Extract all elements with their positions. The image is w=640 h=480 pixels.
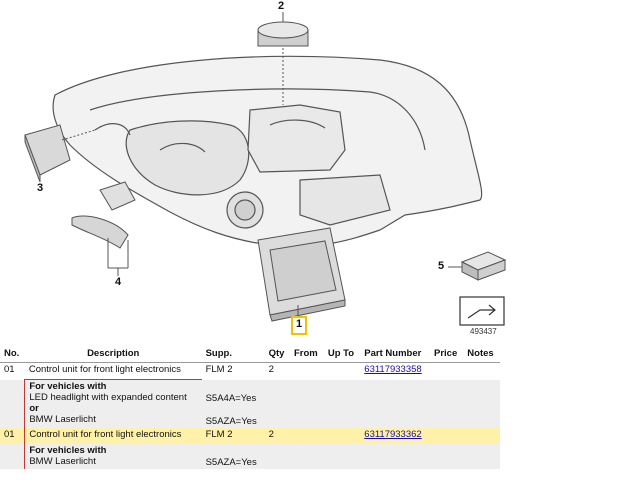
cell-description: Control unit for front light electronics [24, 427, 202, 444]
header-no: No. [0, 344, 25, 363]
table-row-highlighted[interactable]: 01 Control unit for front light electron… [0, 427, 500, 444]
note-row: For vehicles with BMW Laserlicht S5AZA=Y… [0, 443, 500, 469]
note-line: BMW Laserlicht [29, 455, 96, 467]
note-codes: S5AZA=Yes [201, 443, 265, 469]
cover-drawing [257, 227, 346, 322]
cell-notes [463, 363, 500, 380]
part-number-link[interactable]: 63117933358 [364, 364, 422, 375]
header-from: From [290, 344, 324, 363]
cell-no: 01 [4, 364, 15, 375]
callout-4[interactable]: 4 [115, 276, 122, 288]
cell-upto [323, 427, 361, 444]
header-supp: Supp. [201, 344, 265, 363]
cell-description: Control unit for front light electronics [28, 364, 181, 375]
cell-from [290, 363, 324, 380]
part-number-link[interactable]: 63117933362 [364, 428, 422, 440]
callout-3[interactable]: 3 [37, 182, 44, 194]
cell-price [429, 427, 464, 444]
parts-diagram: 2 3 4 5 1 493437 [24, 0, 507, 336]
table-header-row: No. Description Supp. Qty From Up To Par… [0, 344, 500, 363]
callout-1[interactable]: 1 [296, 318, 303, 330]
note-code: S5AZA=Yes [205, 456, 257, 468]
cell-supp: FLM 2 [201, 427, 265, 444]
note-line: BMW Laserlicht [29, 414, 96, 425]
headlight-assembly-drawing [52, 55, 483, 247]
cell-part-number[interactable]: 63117933362 [360, 427, 430, 444]
parts-table: No. Description Supp. Qty From Up To Par… [0, 344, 500, 469]
note-text: For vehicles with BMW Laserlicht [24, 443, 202, 469]
note-or: or [29, 403, 39, 414]
header-qty: Qty [264, 344, 290, 363]
cell-upto [324, 363, 360, 380]
note-line: LED headlight with expanded content [29, 392, 187, 403]
diagram-id: 493437 [470, 327, 497, 336]
header-notes: Notes [463, 344, 500, 363]
note-row: For vehicles with LED headlight with exp… [0, 379, 500, 428]
note-code: S5AZA=Yes [205, 415, 257, 427]
cell-qty: 2 [264, 427, 290, 444]
cell-no: 01 [0, 427, 25, 444]
note-head: For vehicles with [29, 444, 107, 456]
header-part-number: Part Number [360, 344, 430, 363]
cell-from [290, 427, 324, 444]
repair-kit-box-drawing [448, 251, 507, 281]
header-upto: Up To [323, 344, 361, 363]
table-row[interactable]: 01 Control unit for front light electron… [0, 363, 500, 380]
cell-part-number[interactable]: 63117933358 [360, 363, 430, 380]
next-arrow-icon[interactable] [459, 296, 505, 326]
note-code: S5A4A=Yes [205, 392, 257, 404]
cell-qty: 2 [268, 364, 274, 375]
callout-highlight-box [291, 316, 307, 335]
cell-price [430, 363, 463, 380]
callout-2[interactable]: 2 [278, 0, 285, 12]
note-head: For vehicles with [29, 381, 107, 392]
cell-notes [463, 427, 500, 444]
control-unit-drawing [24, 124, 96, 183]
headlight-diagram-svg [24, 12, 507, 335]
cell-supp: FLM 2 [205, 364, 233, 375]
bracket-drawing [71, 181, 136, 276]
callout-5[interactable]: 5 [438, 260, 445, 272]
header-price: Price [429, 344, 464, 363]
header-description: Description [24, 344, 202, 363]
note-codes: S5A4A=Yes S5AZA=Yes [201, 379, 265, 428]
led-module-drawing [257, 12, 309, 105]
note-text: For vehicles with LED headlight with exp… [24, 379, 202, 428]
